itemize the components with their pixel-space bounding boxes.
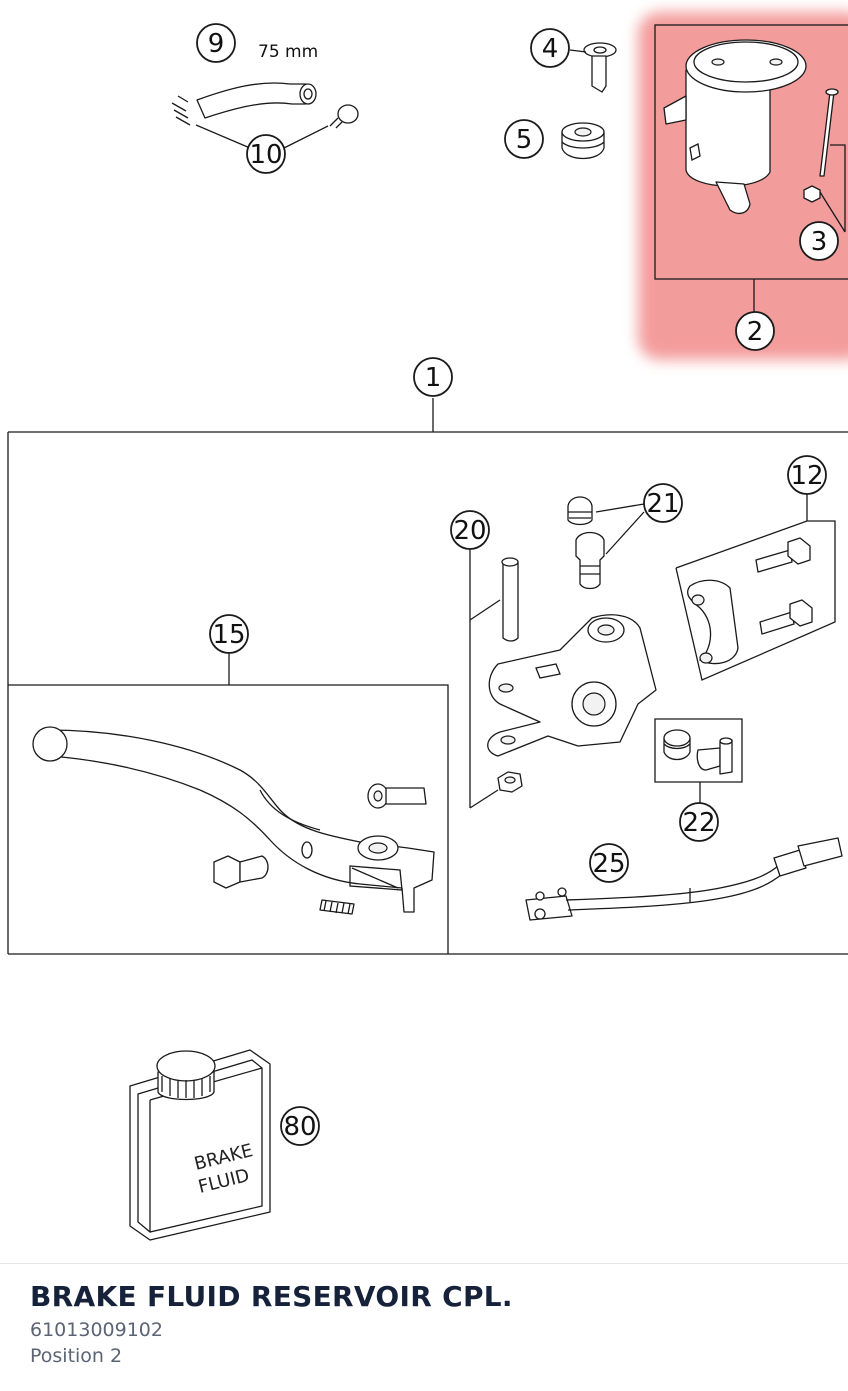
callout-3[interactable]: 3 xyxy=(799,221,839,261)
callout-label-15: 15 xyxy=(212,620,245,650)
callout-label-3: 3 xyxy=(811,227,828,257)
part-position: Position 2 xyxy=(30,1345,123,1367)
brake-fluid-can-part[interactable]: BRAKE FLUID xyxy=(129,1049,271,1241)
bleed-screw-part[interactable] xyxy=(575,531,605,590)
callout-label-22: 22 xyxy=(682,808,715,838)
pivot-nut-part[interactable] xyxy=(497,771,523,793)
callout-label-25: 25 xyxy=(592,849,625,879)
callout-80[interactable]: 80 xyxy=(280,1106,320,1146)
clamp-bolt-upper-part[interactable] xyxy=(755,537,811,573)
brake-lever-part[interactable] xyxy=(32,726,435,913)
bleed-cap-part[interactable] xyxy=(567,496,593,526)
callout-label-4: 4 xyxy=(542,34,559,64)
pivot-pin-part[interactable] xyxy=(501,557,519,642)
callout-12[interactable]: 12 xyxy=(787,455,827,495)
clamp-bolt-lower-part[interactable] xyxy=(759,599,813,635)
callout-label-12: 12 xyxy=(790,461,823,491)
callout-9[interactable]: 9 xyxy=(196,23,236,63)
callout-1[interactable]: 1 xyxy=(413,357,453,397)
callout-label-20: 20 xyxy=(453,516,486,546)
reservoir-screw-part[interactable] xyxy=(803,88,839,203)
callout-5[interactable]: 5 xyxy=(504,119,544,159)
brake-light-switch-part[interactable] xyxy=(525,837,843,921)
callout-label-5: 5 xyxy=(516,125,533,155)
callout-4[interactable]: 4 xyxy=(530,28,570,68)
handlebar-clamp-part[interactable] xyxy=(686,579,739,665)
callout-label-10: 10 xyxy=(249,140,282,170)
callout-label-1: 1 xyxy=(425,363,442,393)
callout-label-9: 9 xyxy=(208,29,225,59)
grommet-part[interactable] xyxy=(561,122,605,160)
callout-label-80: 80 xyxy=(283,1112,316,1142)
callout-25[interactable]: 25 xyxy=(589,843,629,883)
part-number: 61013009102 xyxy=(30,1319,163,1341)
callout-label-2: 2 xyxy=(747,317,764,347)
callout-label-21: 21 xyxy=(646,489,679,519)
lever-adjuster-part[interactable] xyxy=(367,783,427,809)
lever-bolt-part[interactable] xyxy=(213,855,269,889)
reservoir-plug-part[interactable] xyxy=(663,729,691,761)
part-title: BRAKE FLUID RESERVOIR CPL. xyxy=(30,1280,513,1313)
part-info-panel: BRAKE FLUID RESERVOIR CPL. 61013009102 P… xyxy=(0,1263,848,1391)
brake-fluid-reservoir-part[interactable] xyxy=(654,24,848,280)
callout-21[interactable]: 21 xyxy=(643,483,683,523)
callout-10[interactable]: 10 xyxy=(246,134,286,174)
master-cylinder-part[interactable] xyxy=(487,614,657,757)
hose-length-label: 75 mm xyxy=(258,42,318,62)
callout-20[interactable]: 20 xyxy=(450,510,490,550)
lever-spring-part[interactable] xyxy=(319,899,355,915)
callout-22[interactable]: 22 xyxy=(679,802,719,842)
cap-screw-part[interactable] xyxy=(583,42,617,93)
callout-15[interactable]: 15 xyxy=(209,614,249,654)
hose-fitting-part[interactable] xyxy=(696,737,733,775)
hose-part[interactable] xyxy=(171,82,317,126)
clamp-part[interactable] xyxy=(329,104,359,129)
exploded-parts-diagram: 75 mm xyxy=(7,12,848,1241)
callout-2[interactable]: 2 xyxy=(735,311,775,351)
